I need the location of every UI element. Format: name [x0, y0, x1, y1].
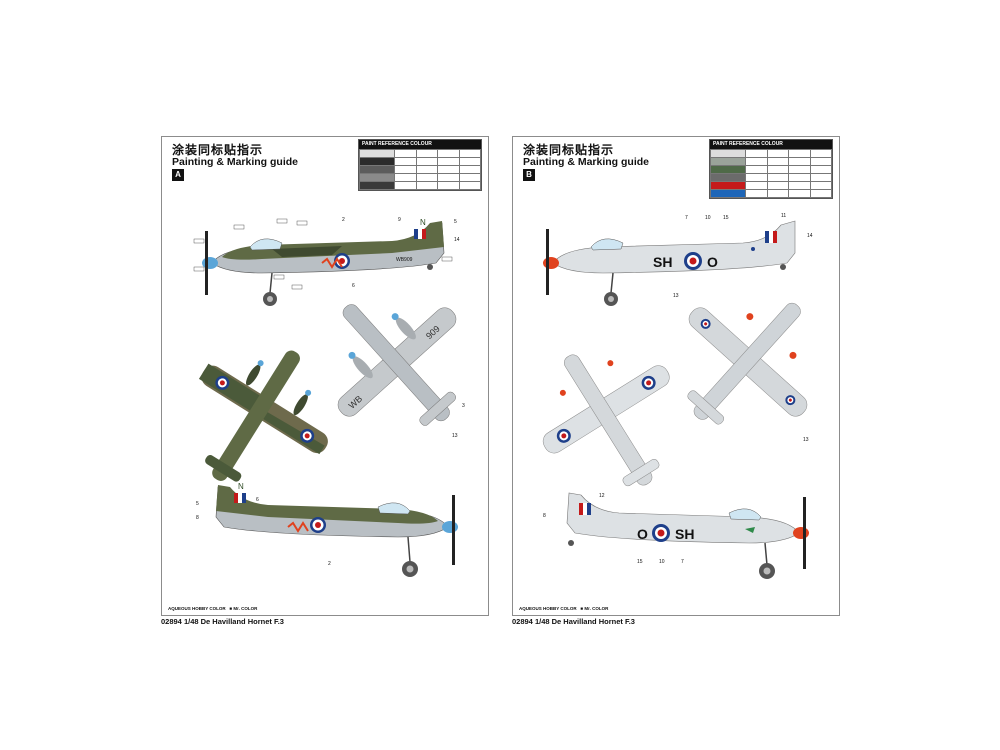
svg-text:O: O [637, 526, 648, 542]
model-caption-right: 02894 1/48 De Havilland Hornet F.3 [512, 617, 635, 626]
side-view-top-scheme-b: SH O 7 10 15 11 14 [543, 213, 813, 306]
callout-14: 14 [454, 237, 460, 243]
marking-guide-sheet-b: 涂装同标贴指示 Painting & Marking guide B PAINT… [512, 136, 840, 616]
sheet-title-chinese: 涂装同标贴指示 [523, 143, 615, 157]
sheet-title-english: Painting & Marking guide [523, 156, 650, 168]
plan-view-upper-scheme-a [198, 350, 328, 482]
scheme-letter-badge: A [172, 169, 184, 181]
side-view-bottom-scheme-b: O SH 12 8 15 10 7 [543, 492, 809, 579]
callout-5: 5 [454, 219, 457, 225]
callout-5-lower: 5 [196, 501, 199, 507]
callout-14: 14 [807, 233, 813, 239]
callout-6: 6 [352, 283, 355, 289]
callout-15-lower: 15 [637, 559, 643, 565]
legend-mr-color: Mr. COLOR [233, 606, 258, 611]
callout-9: 9 [398, 217, 401, 223]
side-view-bottom-scheme-a: N 5 8 6 2 [196, 482, 458, 577]
serial-number-label: WB909 [396, 257, 413, 263]
plan-view-upper-scheme-b [542, 354, 670, 487]
callout-2-lower: 2 [328, 561, 331, 567]
callout-7: 7 [685, 215, 688, 221]
legend-mr-color: Mr. COLOR [584, 606, 609, 611]
marking-guide-sheet-a: 涂装同标贴指示 Painting & Marking guide A PAINT… [161, 136, 489, 616]
svg-text:N: N [238, 482, 244, 491]
callout-13: 13 [673, 293, 679, 299]
scheme-letter-badge: B [523, 169, 535, 181]
svg-text:SH: SH [675, 526, 694, 542]
model-caption-left: 02894 1/48 De Havilland Hornet F.3 [161, 617, 284, 626]
paint-brand-legend: AQUEOUS HOBBY COLOR ■ Mr. COLOR [168, 606, 258, 611]
callout-2: 2 [342, 217, 345, 223]
plan-view-lower-scheme-a: WB 909 3 6 13 [337, 283, 465, 439]
callout-11: 11 [781, 213, 786, 219]
callout-8: 8 [543, 513, 546, 519]
sheet-title-chinese: 涂装同标贴指示 [172, 143, 264, 157]
callout-8: 8 [196, 515, 199, 521]
paint-brand-legend: AQUEOUS HOBBY COLOR ■ Mr. COLOR [519, 606, 609, 611]
paint-table-grid [359, 149, 481, 190]
aircraft-code-letter: N [420, 218, 426, 227]
side-view-top-scheme-a: N WB909 2 9 5 14 [193, 217, 460, 306]
paint-table-grid [710, 149, 832, 198]
legend-aqueous: AQUEOUS HOBBY COLOR [168, 606, 226, 611]
callout-13-lower: 13 [803, 437, 809, 443]
paint-callout-chips [193, 218, 453, 290]
callout-10: 10 [705, 215, 711, 221]
paint-reference-table: PAINT REFERENCE COLOUR [709, 139, 833, 199]
squadron-code: SH [653, 254, 672, 270]
paint-reference-table: PAINT REFERENCE COLOUR [358, 139, 482, 191]
callout-13: 13 [452, 433, 458, 439]
callout-10-lower: 10 [659, 559, 665, 565]
plan-view-lower-scheme-b: 13 13 [673, 293, 809, 443]
legend-aqueous: AQUEOUS HOBBY COLOR [519, 606, 577, 611]
paint-table-title: PAINT REFERENCE COLOUR [359, 140, 481, 149]
callout-7-lower: 7 [681, 559, 684, 565]
callout-6-lower: 6 [256, 497, 259, 503]
callout-15: 15 [723, 215, 729, 221]
callout-12: 12 [599, 493, 605, 499]
paint-table-title: PAINT REFERENCE COLOUR [710, 140, 832, 149]
callout-3: 3 [462, 403, 465, 409]
aircraft-letter: O [707, 254, 718, 270]
sheet-title-english: Painting & Marking guide [172, 156, 299, 168]
